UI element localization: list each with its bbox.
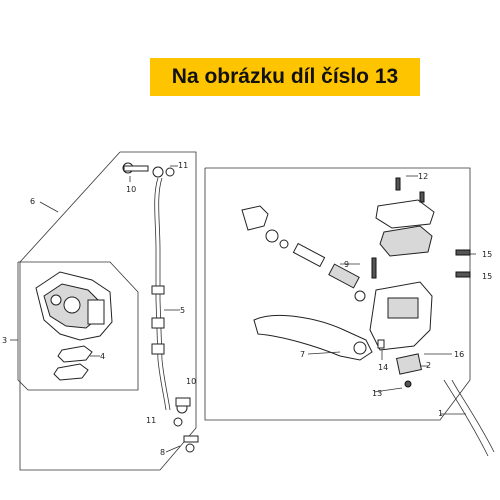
- brake-switch: [377, 339, 423, 388]
- banjo-bolt-top: [122, 162, 175, 178]
- callout-15-upper: 15: [482, 250, 492, 259]
- callout-16: 16: [454, 350, 464, 359]
- callout-14: 14: [378, 363, 388, 372]
- part-number-banner: Na obrázku díl číslo 13: [150, 58, 420, 96]
- callout-11-bottom: 11: [146, 416, 156, 425]
- frame-master-cylinder: [204, 167, 471, 421]
- brake-pads: [53, 345, 93, 381]
- callout-11-top: 11: [178, 161, 188, 170]
- brake-lever: [253, 314, 373, 361]
- brake-caliper: [35, 271, 113, 341]
- screws: [371, 177, 471, 279]
- callout-8: 8: [160, 448, 165, 457]
- reservoir: [369, 199, 435, 351]
- callout-12: 12: [418, 172, 428, 181]
- leader-lines: [10, 165, 476, 453]
- frame-caliper: [17, 261, 139, 391]
- callout-5: 5: [180, 306, 185, 315]
- callout-2: 2: [426, 361, 431, 370]
- callout-10-bottom: 10: [186, 377, 196, 386]
- switch-wire: [443, 379, 495, 457]
- callout-4: 4: [100, 352, 105, 361]
- callout-1: 1: [438, 409, 443, 418]
- callout-13: 13: [372, 389, 382, 398]
- banjo-bolt-bottom: [173, 397, 199, 453]
- callout-6: 6: [30, 197, 35, 206]
- callout-7: 7: [300, 350, 305, 359]
- piston-assembly: [241, 205, 366, 302]
- callout-3: 3: [2, 336, 7, 345]
- callout-9: 9: [344, 260, 349, 269]
- callout-10-top: 10: [126, 185, 136, 194]
- callout-15-lower: 15: [482, 272, 492, 281]
- brake-hose: [151, 177, 171, 411]
